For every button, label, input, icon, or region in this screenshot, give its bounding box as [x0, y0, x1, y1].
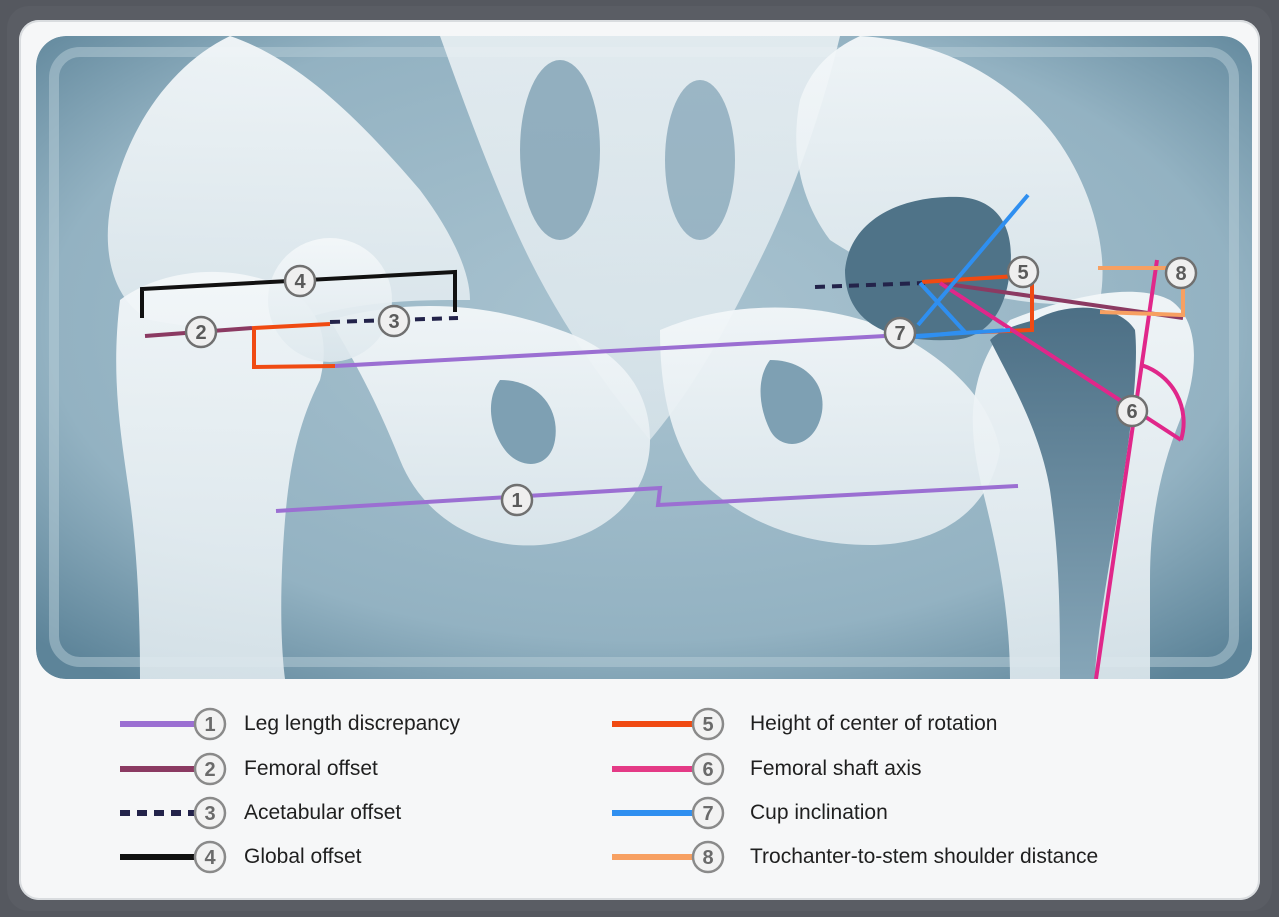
marker-2: 2	[186, 317, 216, 347]
marker-label: 4	[294, 271, 306, 293]
marker-label: 6	[1126, 401, 1137, 423]
legend-label-leg-length: Leg length discrepancy	[244, 712, 460, 736]
marker-label: 7	[894, 323, 905, 345]
marker-label: 1	[511, 490, 522, 512]
legend-label-femoral-shaft-axis: Femoral shaft axis	[750, 757, 922, 781]
legend-label-global-offset: Global offset	[244, 845, 362, 869]
legend-label-trochanter-stem: Trochanter-to-stem shoulder distance	[750, 845, 1098, 869]
marker-label: 8	[1175, 263, 1186, 285]
xray-diagram: 1 2 3 4 5 6 7 8	[36, 36, 1252, 679]
marker-label: 5	[1017, 262, 1028, 284]
marker-8: 8	[1166, 258, 1196, 288]
marker-label: 2	[195, 322, 206, 344]
marker-4: 4	[285, 266, 315, 296]
marker-3: 3	[379, 306, 409, 336]
marker-7: 7	[885, 318, 915, 348]
marker-6: 6	[1117, 396, 1147, 426]
marker-5: 5	[1008, 257, 1038, 287]
marker-1: 1	[502, 485, 532, 515]
legend-label-center-rotation: Height of center of rotation	[750, 712, 997, 736]
legend-label-cup-inclination: Cup inclination	[750, 801, 888, 825]
marker-label: 3	[388, 311, 399, 333]
legend-label-femoral-offset: Femoral offset	[244, 757, 378, 781]
legend-label-acetabular-offset: Acetabular offset	[244, 801, 401, 825]
